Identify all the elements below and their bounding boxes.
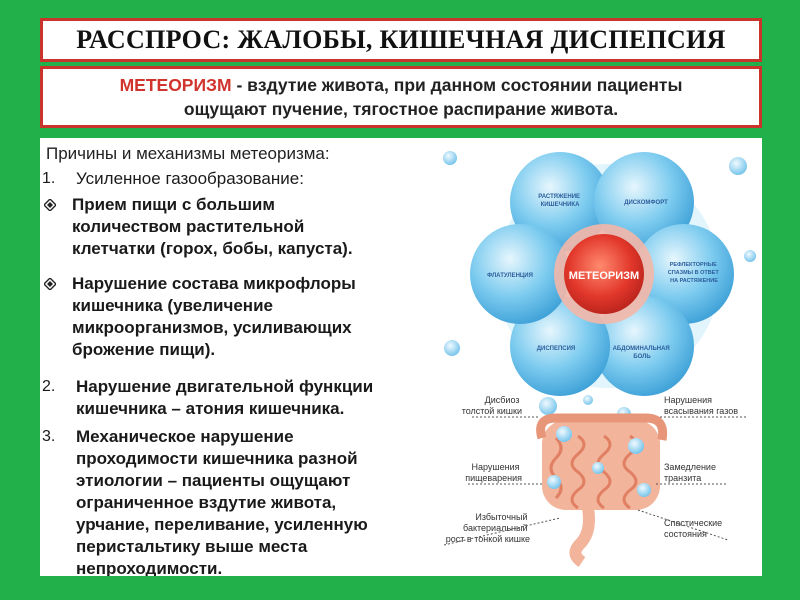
definition-line2: ощущают пучение, тягостное распирание жи… <box>183 99 619 119</box>
label-spastic: Спастические состояния <box>664 518 725 539</box>
bubble-left <box>470 224 570 324</box>
label-bacteria: Избыточный бактериальный рост в тонкой к… <box>446 512 530 544</box>
item2-line: Нарушение двигательной функции <box>76 377 374 396</box>
item1-label: Усиленное газообразование: <box>76 169 304 188</box>
intestine-illustration <box>536 413 668 567</box>
sub1-line: количеством растительной <box>72 217 305 236</box>
center-label: МЕТЕОРИЗМ <box>569 270 639 282</box>
sub1-line: Прием пищи с большим <box>72 195 275 214</box>
item2-number: 2. <box>42 378 56 395</box>
small-bubble <box>443 151 457 165</box>
causes-panel: Причины и механизмы метеоризма: 1. Усиле… <box>40 138 438 576</box>
definition-term: МЕТЕОРИЗМ <box>119 75 232 95</box>
sub2-text: Нарушение состава микрофлоры кишечника (… <box>72 273 356 361</box>
meteorism-diagram: РАСТЯЖЕНИЕ КИШЕЧНИКА ДИСКОМФОРТ РЕФЛЕКТО… <box>443 151 756 567</box>
slide-title-box: РАССПРОС: ЖАЛОБЫ, КИШЕЧНАЯ ДИСПЕПСИЯ <box>40 18 762 62</box>
definition-text: МЕТЕОРИЗМ - вздутие живота, при данном с… <box>120 73 683 121</box>
sub1-line: клетчатки (горох, бобы, капуста). <box>72 239 353 258</box>
small-bubble <box>539 397 557 415</box>
item3-line: непроходимости. <box>76 559 223 576</box>
sub2-line: Нарушение состава микрофлоры <box>72 274 356 293</box>
petal-top-right-label: ДИСКОМФОРТ <box>624 200 668 206</box>
small-bubble <box>744 250 756 262</box>
sub1-text: Прием пищи с большим количеством растите… <box>72 194 353 260</box>
small-bubble <box>729 157 747 175</box>
small-bubble <box>583 395 593 405</box>
item2-line: кишечника – атония кишечника. <box>76 399 345 418</box>
small-bubble <box>444 340 460 356</box>
diamond-bullet-icon <box>44 199 56 211</box>
item3-line: этиологии – пациенты ощущают <box>76 471 351 490</box>
causes-heading: Причины и механизмы метеоризма: <box>46 144 330 163</box>
item2-text: Нарушение двигательной функции кишечника… <box>76 376 373 420</box>
slide-title: РАССПРОС: ЖАЛОБЫ, КИШЕЧНАЯ ДИСПЕПСИЯ <box>76 25 726 54</box>
petal-bottom-left-label: ДИСПЕПСИЯ <box>537 346 576 352</box>
petal-top-label: РАСТЯЖЕНИЕ КИШЕЧНИКА <box>538 194 581 208</box>
label-disbioz: Дисбиоз толстой кишки <box>462 395 522 416</box>
item3-line: проходимости кишечника разной <box>76 449 358 468</box>
label-digestion: Нарушения пищеварения <box>465 462 522 483</box>
label-absorption: Нарушения всасывания газов <box>664 395 738 416</box>
sub2-line: брожение пищи). <box>72 340 216 359</box>
meteorism-diagram-panel: РАСТЯЖЕНИЕ КИШЕЧНИКА ДИСКОМФОРТ РЕФЛЕКТО… <box>438 138 762 576</box>
item3-line: перистальтику выше места <box>76 537 308 556</box>
sub2-line: кишечника (увеличение <box>72 296 273 315</box>
petal-bottom-right-label: АБДОМИНАЛЬНАЯ БОЛЬ <box>613 346 672 360</box>
definition-line1: - вздутие живота, при данном состоянии п… <box>231 75 683 95</box>
label-transit: Замедление транзита <box>664 462 718 483</box>
diamond-bullet-icon <box>44 278 56 290</box>
item1-number: 1. <box>42 170 56 187</box>
item3-line: Механическое нарушение <box>76 427 294 446</box>
item3-number: 3. <box>42 428 56 445</box>
definition-box: МЕТЕОРИЗМ - вздутие живота, при данном с… <box>40 66 762 128</box>
item3-line: ограниченное вздутие живота, <box>76 493 337 512</box>
center-circle <box>564 234 644 314</box>
sub2-line: микроорганизмов, усиливающих <box>72 318 352 337</box>
item3-text: Механическое нарушение проходимости кише… <box>76 426 368 576</box>
petal-left-label: ФЛАТУЛЕНЦИЯ <box>487 273 533 279</box>
item3-line: урчание, переливание, усиленную <box>76 515 368 534</box>
petal-right-label: РЕФЛЕКТОРНЫЕ СПАЗМЫ В ОТВЕТ НА РАСТЯЖЕНИ… <box>668 262 721 284</box>
